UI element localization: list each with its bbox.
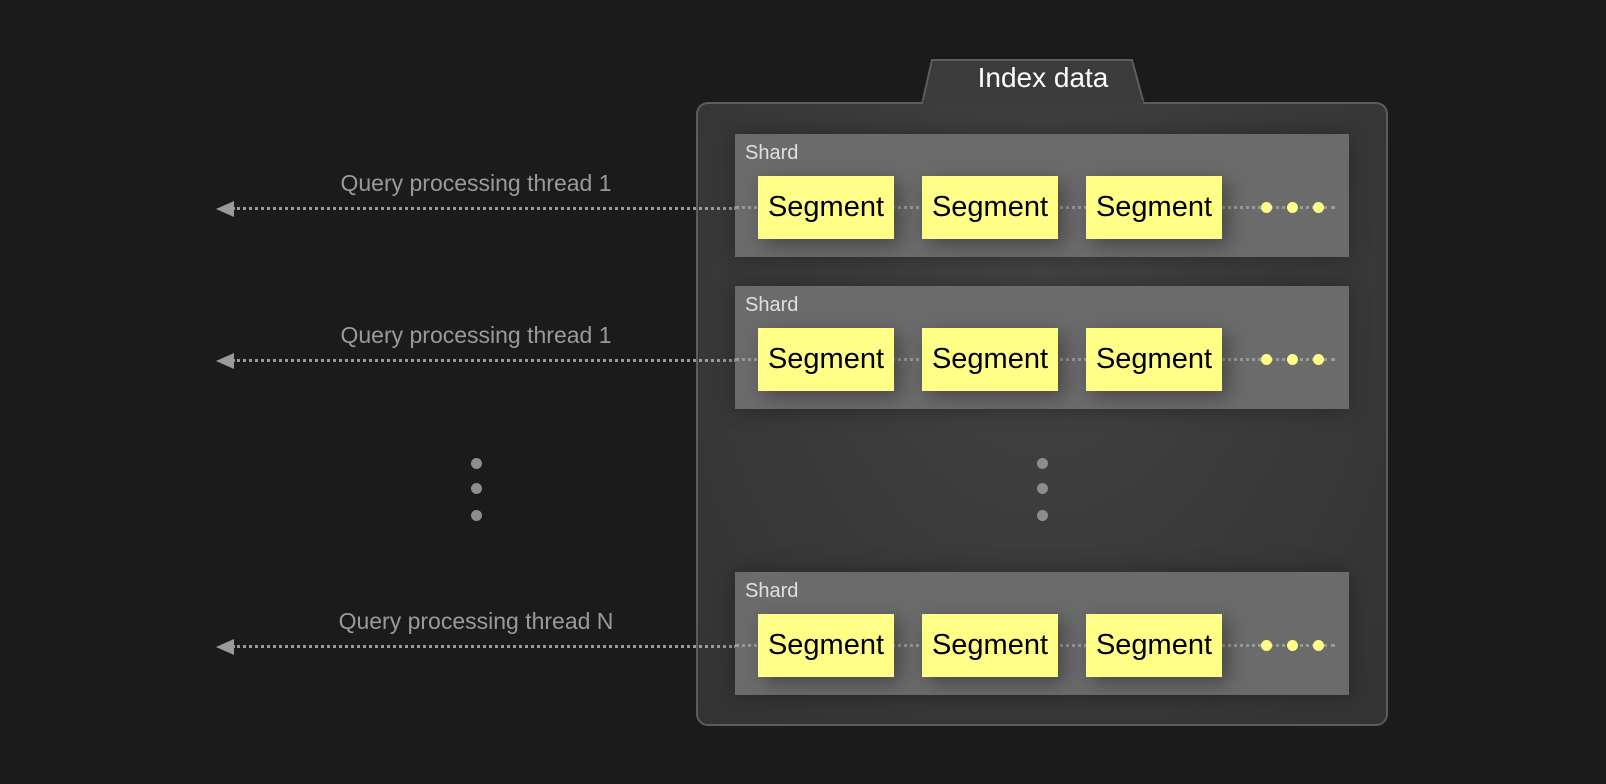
- more-segments-dot: [1313, 202, 1324, 213]
- segment: Segment: [758, 614, 894, 677]
- ellipsis-dot: [471, 458, 482, 469]
- thread-arrow-line: [232, 207, 737, 210]
- thread-arrow-line: [232, 359, 737, 362]
- thread-label: Query processing thread N: [338, 608, 614, 634]
- segment: Segment: [758, 328, 894, 391]
- more-segments-dot: [1261, 354, 1272, 365]
- more-segments-dot: [1287, 640, 1298, 651]
- segment: Segment: [1086, 176, 1222, 239]
- arrow-left-icon: [216, 353, 234, 369]
- ellipsis-dot: [1037, 483, 1048, 494]
- ellipsis-dot: [471, 510, 482, 521]
- shard: Shard Segment Segment Segment: [735, 134, 1349, 257]
- more-segments-dot: [1287, 354, 1298, 365]
- shard: Shard Segment Segment Segment: [735, 572, 1349, 695]
- ellipsis-dot: [471, 483, 482, 494]
- segment: Segment: [922, 328, 1058, 391]
- ellipsis-dot: [1037, 510, 1048, 521]
- thread-label: Query processing thread 1: [340, 322, 612, 348]
- more-segments-dot: [1313, 354, 1324, 365]
- arrow-left-icon: [216, 639, 234, 655]
- index-data-tab: [921, 59, 1145, 104]
- arrow-left-icon: [216, 201, 234, 217]
- more-segments-dot: [1313, 640, 1324, 651]
- segment: Segment: [922, 176, 1058, 239]
- shard-label: Shard: [745, 580, 799, 602]
- ellipsis-dot: [1037, 458, 1048, 469]
- thread-arrow-line: [232, 645, 737, 648]
- more-segments-dot: [1261, 202, 1272, 213]
- segment: Segment: [922, 614, 1058, 677]
- shard-label: Shard: [745, 294, 799, 316]
- more-segments-dot: [1261, 640, 1272, 651]
- index-data-title: Index data: [977, 62, 1109, 93]
- segment: Segment: [1086, 328, 1222, 391]
- segment: Segment: [1086, 614, 1222, 677]
- segment: Segment: [758, 176, 894, 239]
- thread-label: Query processing thread 1: [340, 170, 612, 196]
- more-segments-dot: [1287, 202, 1298, 213]
- shard: Shard Segment Segment Segment: [735, 286, 1349, 409]
- shard-label: Shard: [745, 142, 799, 164]
